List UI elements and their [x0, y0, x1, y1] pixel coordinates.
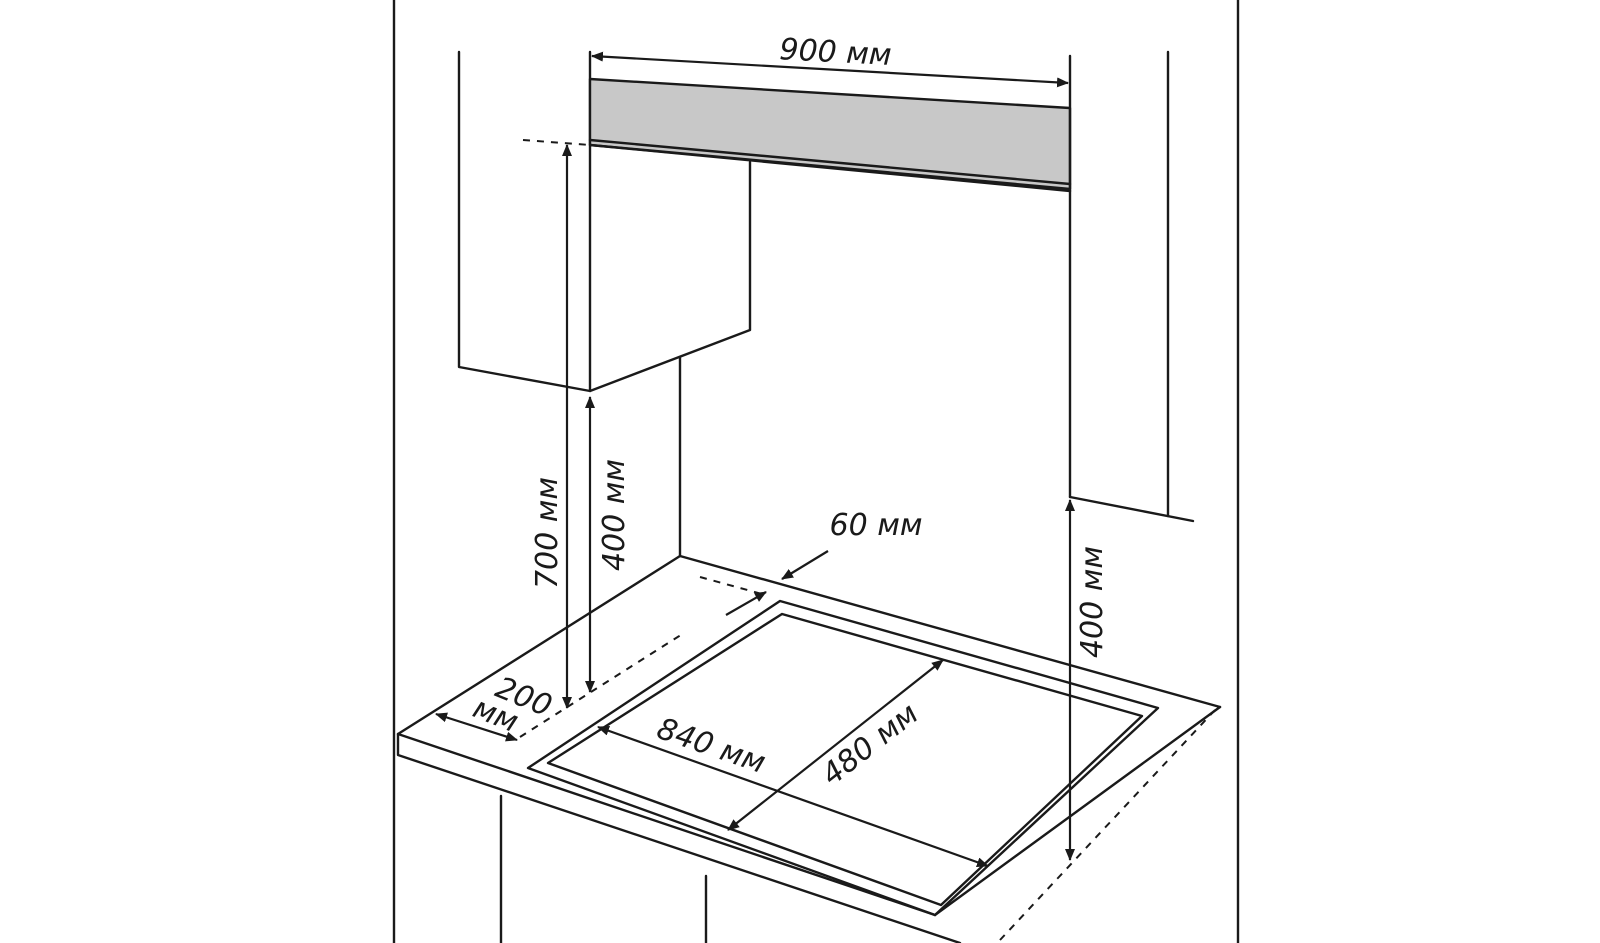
guide-dash-front — [999, 709, 1216, 941]
cutout-480-dimension-line — [727, 659, 944, 831]
guide-dash-rear — [699, 576, 763, 595]
rear-gap-arrow-bottom — [725, 591, 767, 616]
cooker-hood — [588, 54, 1072, 193]
height-700-label: 700 мм — [530, 477, 565, 589]
rear-gap-label: 60 мм — [830, 508, 923, 543]
cutout-840-label: 840 мм — [652, 711, 769, 781]
cutout-480-label: 480 мм — [815, 696, 925, 793]
height-400-left-label: 400 мм — [597, 459, 632, 571]
side-200-dimension-line — [435, 712, 518, 742]
right-wall-cabinet — [1068, 50, 1195, 523]
hood-width-dimension-line — [591, 51, 1069, 88]
guide-dash-top — [522, 139, 591, 146]
cutout-840-dimension-line — [597, 725, 989, 868]
guide-dash-side — [519, 632, 685, 738]
hood-width-label: 900 мм — [779, 32, 893, 73]
height-400-right-label: 400 мм — [1075, 546, 1110, 658]
rear-gap-arrow-top — [781, 550, 829, 580]
hob-cutout — [526, 599, 1160, 917]
